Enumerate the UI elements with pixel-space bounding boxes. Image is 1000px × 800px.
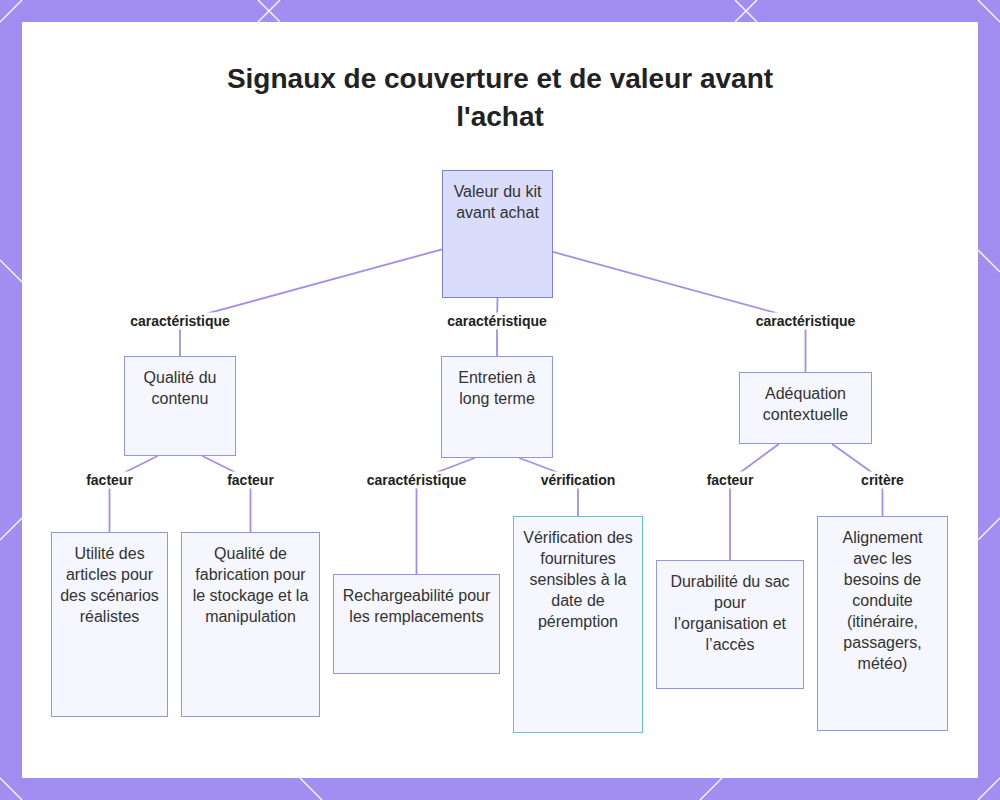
connector-line [730,444,779,560]
edge-label: facteur [83,472,136,489]
edge-label: vérification [538,472,619,489]
connector [730,444,779,560]
concept-box: Entretien à long terme [441,356,553,458]
box-text: Rechargeabilité pour les remplacements [342,585,491,627]
concept-box: Utilité des articles pour des scénarios … [51,532,168,717]
concept-box: Durabilité du sac pour l’organisation et… [656,560,804,689]
edge-label: caractéristique [753,313,859,330]
box-text: Utilité des articles pour des scénarios … [60,543,159,627]
edge-label: caractéristique [127,313,233,330]
edge-label: critère [858,472,907,489]
concept-box: Qualité de fabrication pour le stockage … [181,532,320,717]
box-text: Qualité du contenu [133,367,227,409]
box-text: Durabilité du sac pour l’organisation et… [665,571,795,655]
edge-label: caractéristique [444,313,550,330]
connector-line [180,249,442,356]
connector-line [110,456,158,532]
concept-box: Qualité du contenu [124,356,236,456]
box-text: Vérification des fournitures sensibles à… [522,527,634,632]
edge-label: caractéristique [364,472,470,489]
connector-line [202,456,250,532]
concept-box: Alignement avec les besoins de conduite … [817,516,948,731]
box-text: Entretien à long terme [450,367,544,409]
concept-box: Rechargeabilité pour les remplacements [333,574,500,674]
connector [202,456,250,532]
diagram-title: Signaux de couverture et de valeur avant… [220,60,780,136]
concept-box: Vérification des fournitures sensibles à… [513,516,643,733]
edge-label: facteur [704,472,757,489]
box-text: Alignement avec les besoins de conduite … [826,527,939,674]
connector [180,249,442,356]
box-text: Qualité de fabrication pour le stockage … [190,543,311,627]
box-text: Valeur du kit avant achat [451,181,544,223]
connector [110,456,158,532]
concept-box: Adéquation contextuelle [739,372,872,444]
edge-label: facteur [224,472,277,489]
box-text: Adéquation contextuelle [748,383,863,425]
concept-box: Valeur du kit avant achat [442,170,553,298]
